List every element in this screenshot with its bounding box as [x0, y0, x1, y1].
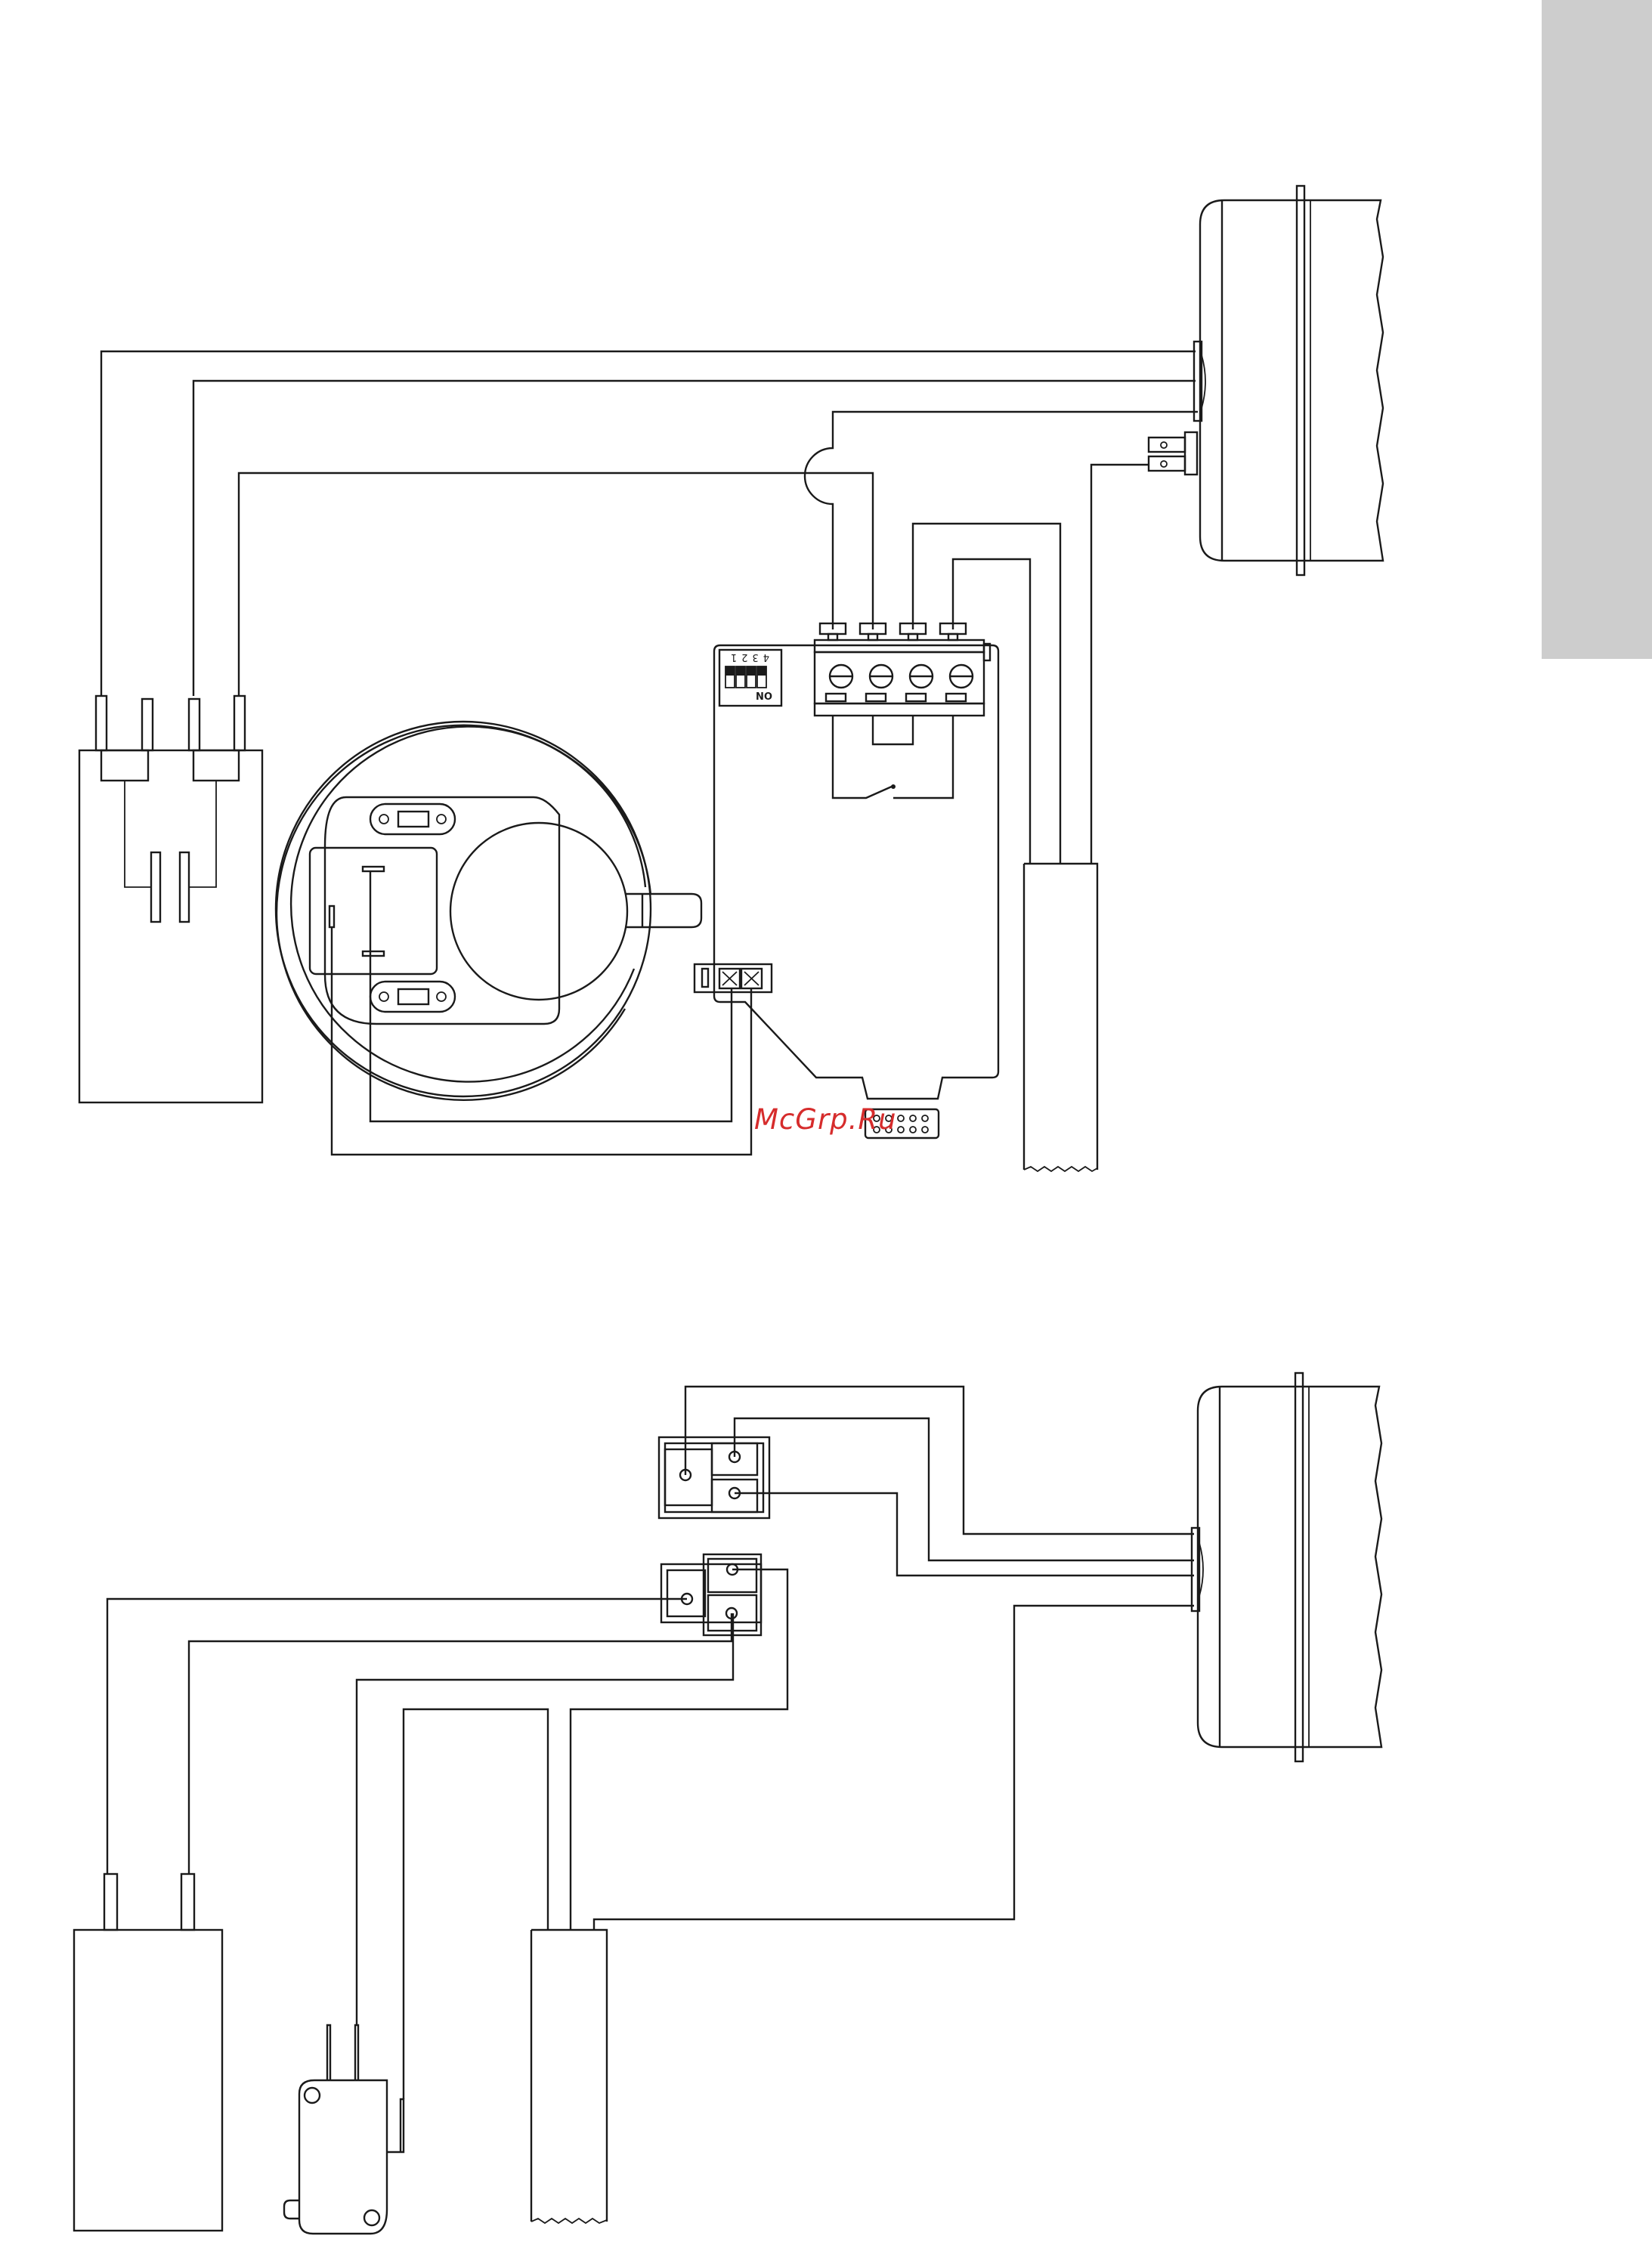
pressure-switch-wires [332, 871, 751, 1155]
terminal-screw-3 [900, 623, 933, 701]
dip-switch-numbers: 4321 [724, 651, 769, 663]
dip-number: 2 [737, 651, 747, 663]
terminal-screw-4 [940, 623, 973, 701]
dip-number: 3 [747, 651, 758, 663]
pcb-board [714, 645, 998, 1138]
watermark: McGrp.Ru [754, 1103, 897, 1136]
bottom-motor-wires [594, 1387, 1194, 1931]
top-motor-icon [1194, 186, 1383, 575]
bottom-capacitor-icon [74, 1874, 222, 2231]
bottom-connector-upper-icon [659, 1437, 769, 1518]
motor-spade-terminals [1149, 432, 1197, 475]
top-motor-wires [805, 412, 1198, 864]
microswitch-icon [284, 2025, 404, 2234]
microswitch-wires [357, 1569, 787, 2099]
dip-number: 1 [726, 651, 737, 663]
terminal-block-icon [815, 623, 990, 798]
pressure-switch-icon [276, 722, 701, 1100]
bottom-capacitor-wires [107, 1599, 732, 1874]
dip-number: 4 [759, 651, 769, 663]
top-motor-cable [1024, 864, 1097, 1171]
bottom-motor-icon [1192, 1373, 1381, 1761]
terminal-screw-2 [860, 623, 893, 701]
top-capacitor-icon [79, 696, 262, 1102]
dip-on-label: ON [756, 689, 772, 700]
pcb-switch-connector [695, 964, 772, 992]
terminal-screw-1 [820, 623, 852, 701]
bottom-connector-lower-icon [661, 1554, 761, 1635]
bottom-motor-cable [531, 1930, 607, 2223]
